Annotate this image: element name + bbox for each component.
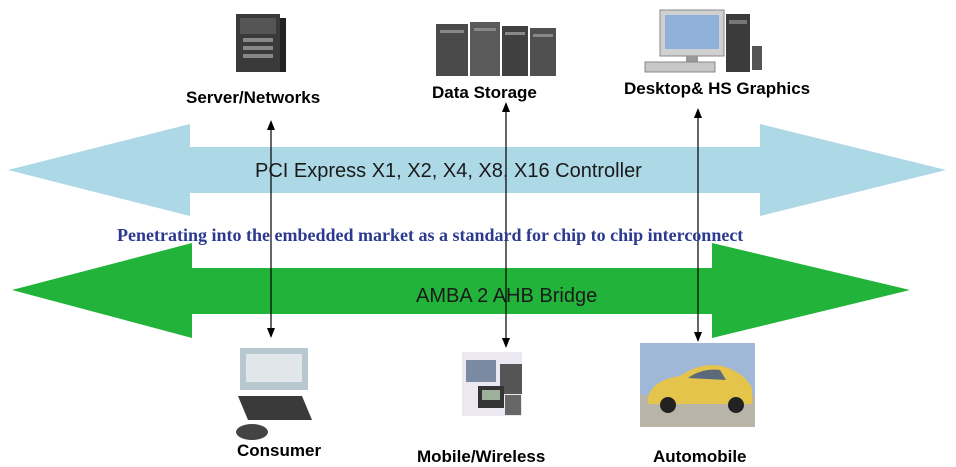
arrowhead-storage <box>502 102 510 112</box>
server-networks-label: Server/Networks <box>186 88 321 107</box>
mobile-devices-icon <box>462 352 522 416</box>
mobile-wireless-label: Mobile/Wireless <box>417 447 546 466</box>
consumer-label: Consumer <box>237 441 322 460</box>
tagline-text: Penetrating into the embedded market as … <box>117 225 744 245</box>
desktop-graphics-label: Desktop& HS Graphics <box>624 79 811 98</box>
arrowhead-server <box>267 120 275 130</box>
arrowhead-automobile <box>694 332 702 342</box>
arrowhead-consumer <box>267 328 275 338</box>
game-console-icon <box>236 348 312 440</box>
server-icon <box>236 14 286 72</box>
desktop-computer-icon <box>644 9 762 73</box>
storage-rack-icon <box>436 22 556 76</box>
data-storage-label: Data Storage <box>432 83 537 102</box>
automobile-label: Automobile <box>653 447 747 466</box>
arrowhead-desktop <box>694 108 702 118</box>
pci-express-band <box>8 124 946 216</box>
pci-express-label: PCI Express X1, X2, X4, X8, X16 Controll… <box>255 160 642 182</box>
car-icon <box>640 343 755 427</box>
arrowhead-mobile <box>502 338 510 348</box>
amba-bridge-band <box>12 243 910 338</box>
amba-bridge-label: AMBA 2 AHB Bridge <box>416 285 598 307</box>
